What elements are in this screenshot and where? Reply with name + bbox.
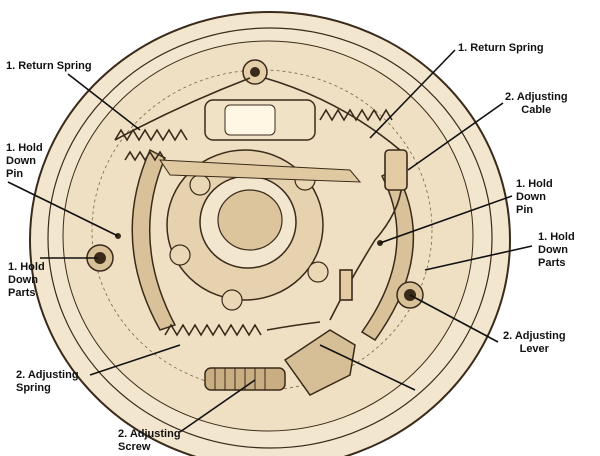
label-adjusting-screw: 2. Adjusting Screw bbox=[118, 428, 181, 453]
label-adjusting-lever: 2. Adjusting Lever bbox=[503, 330, 566, 355]
leader-adjusting-screw bbox=[179, 379, 256, 433]
wheel-hub bbox=[166, 149, 329, 311]
return-springs bbox=[114, 77, 401, 162]
label-hold-down-parts-left: 1. Hold Down Parts bbox=[8, 261, 45, 299]
label-adjusting-cable: 2. Adjusting Cable bbox=[505, 91, 568, 116]
label-hold-down-parts-right: 1. Hold Down Parts bbox=[538, 231, 575, 269]
label-return-spring-right: 1. Return Spring bbox=[458, 42, 544, 54]
label-hold-down-pin-left: 1. Hold Down Pin bbox=[6, 142, 43, 180]
wheel-cylinder bbox=[159, 59, 362, 183]
lug-nut bbox=[169, 244, 191, 266]
leader-adjusting-spring bbox=[89, 344, 181, 376]
leader-hold-down-pin-left bbox=[7, 181, 119, 237]
label-adjusting-spring: 2. Adjusting Spring bbox=[16, 369, 79, 394]
leader-adjusting-lever bbox=[409, 294, 499, 343]
leader-hold-down-parts-right bbox=[424, 245, 533, 271]
leader-adjusting-cable bbox=[407, 102, 504, 171]
lug-nut bbox=[189, 174, 211, 196]
adjusting-spring bbox=[164, 321, 321, 337]
brake-shoes bbox=[131, 148, 415, 342]
leader-return-spring-left bbox=[67, 73, 141, 131]
label-hold-down-pin-right: 1. Hold Down Pin bbox=[516, 178, 553, 216]
lug-nut bbox=[221, 289, 243, 311]
adjusting-cable bbox=[329, 149, 408, 321]
lug-nut bbox=[307, 261, 329, 283]
leader-return-spring-right bbox=[369, 49, 456, 139]
label-return-spring-left: 1. Return Spring bbox=[6, 60, 92, 72]
leader-adjusting-lever-lower bbox=[319, 344, 416, 391]
leader-hold-down-pin-right bbox=[379, 195, 513, 244]
leader-lines bbox=[7, 49, 533, 433]
